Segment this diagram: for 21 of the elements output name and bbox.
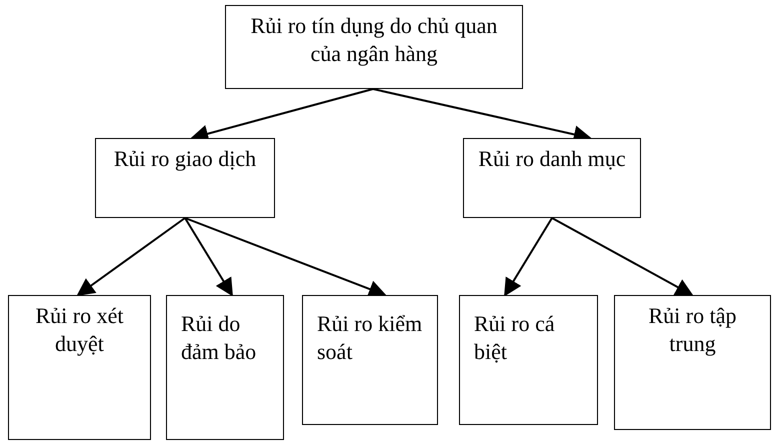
box — [459, 295, 598, 425]
node-text: Rủi ro xét duyệt — [34, 302, 124, 358]
node-text: Rủi ro giao dịch — [112, 145, 258, 173]
box — [302, 295, 438, 425]
node-text: Rủi ro cá biệt — [474, 310, 556, 366]
node-text: Rủi ro kiểm soát — [317, 310, 423, 366]
box — [8, 295, 151, 440]
box — [463, 138, 641, 218]
box — [225, 5, 523, 89]
node-text: Rủi do đảm bảo — [181, 310, 258, 366]
node-text: Rủi ro tập trung — [648, 302, 738, 358]
node-text: Rủi ro tín dụng do chủ quan của ngân hàng — [250, 12, 498, 68]
arrow — [76, 217, 186, 296]
arrow — [504, 217, 553, 297]
arrow — [184, 217, 387, 298]
node-text: Rủi ro danh mục — [477, 145, 627, 173]
box — [166, 295, 284, 440]
box — [95, 138, 275, 218]
arrow — [552, 217, 694, 296]
arrow — [184, 217, 233, 297]
box — [614, 295, 771, 430]
